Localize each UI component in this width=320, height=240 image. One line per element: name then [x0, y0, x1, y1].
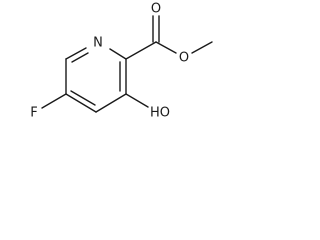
bond-c2-carbonyl	[125, 41, 157, 60]
ester-oxygen-label: O	[179, 51, 189, 66]
molecule-diagram: N F O O HO	[30, 2, 213, 121]
bond-ester-o-methyl	[191, 41, 213, 54]
bond-c6-n	[65, 47, 87, 60]
bond-c4-c5-inner	[70, 90, 96, 106]
carbonyl-oxygen-label: O	[151, 2, 161, 17]
bond-c4-c5	[65, 93, 97, 113]
bond-carbonyl-ester-o	[155, 41, 177, 54]
hydroxyl-label: HO	[150, 106, 170, 121]
ester-group	[125, 15, 213, 60]
bond-c3-hydroxyl	[125, 93, 149, 108]
bond-c5-fluorine	[41, 93, 67, 109]
fluorine-label: F	[30, 106, 37, 121]
bond-n-c2	[109, 48, 127, 60]
nitrogen-label: N	[93, 36, 103, 51]
pyridine-ring	[65, 47, 127, 113]
bond-c6-n-inner	[71, 52, 89, 63]
bond-c3-c4	[95, 93, 127, 113]
